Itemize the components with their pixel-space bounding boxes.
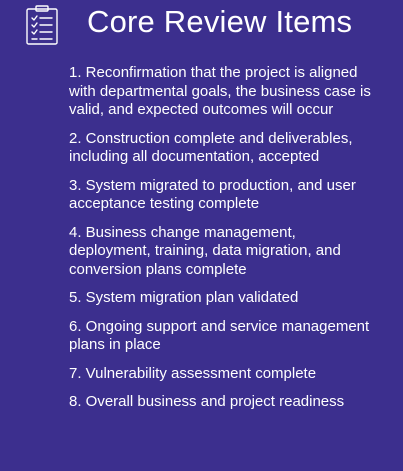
list-item: 2. Construction complete and deliverable… xyxy=(69,129,353,166)
checklist-clipboard-icon xyxy=(25,5,59,45)
list-item: 8. Overall business and project readines… xyxy=(69,393,345,410)
list-item: 4. Business change management, deploymen… xyxy=(69,223,341,278)
list-item: 6. Ongoing support and service managemen… xyxy=(69,317,370,354)
list-item: 3. System migrated to production, and us… xyxy=(69,176,356,213)
list-item: 5. System migration plan validated xyxy=(69,289,299,306)
header: Core Review Items xyxy=(0,0,403,52)
list-item: 7. Vulnerability assessment complete xyxy=(69,364,317,382)
page-title: Core Review Items xyxy=(87,4,353,39)
list-item: 1. Reconfirmation that the project is al… xyxy=(69,64,371,118)
review-items-list: 1. Reconfirmation that the project is al… xyxy=(69,64,381,422)
